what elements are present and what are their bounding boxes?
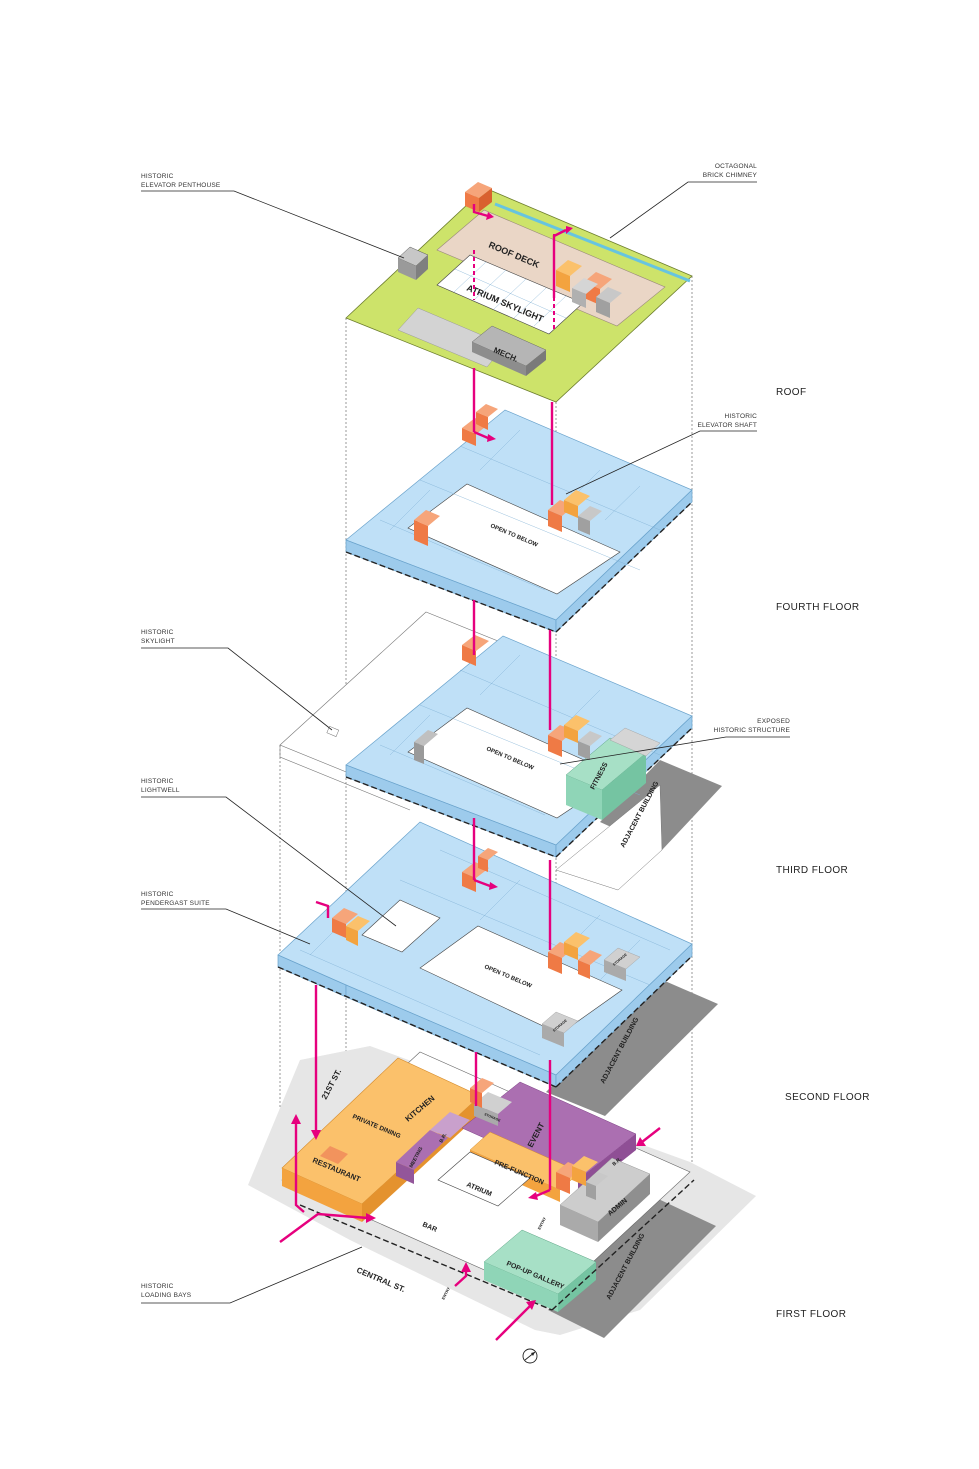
central-st-label: CENTRAL ST. bbox=[355, 1266, 406, 1295]
third-floor-label: THIRD FLOOR bbox=[776, 865, 848, 876]
level-labels: ROOF FOURTH FLOOR THIRD FLOOR SECOND FLO… bbox=[776, 387, 870, 1320]
adjacent-building-1 bbox=[548, 1196, 716, 1338]
shaft-callout-2: ELEVATOR SHAFT bbox=[697, 422, 757, 429]
chimney-callout-2: BRICK CHIMNEY bbox=[703, 172, 758, 179]
first-floor-level: KITCHEN PRIVATE DINING RESTAURANT 21ST S… bbox=[248, 1046, 756, 1338]
roof-level-label: ROOF bbox=[776, 387, 807, 398]
circulation-paths bbox=[279, 204, 661, 1341]
structure-callout-2: HISTORIC STRUCTURE bbox=[714, 727, 791, 734]
penthouse-callout-2: ELEVATOR PENTHOUSE bbox=[141, 182, 221, 189]
callouts: HISTORIC ELEVATOR PENTHOUSE OCTAGONAL BR… bbox=[141, 163, 791, 1304]
br-a-label: B.R. bbox=[438, 1132, 448, 1144]
adjacent-building-2 bbox=[546, 978, 718, 1116]
fourth-floor-level: OPEN TO BELOW bbox=[345, 404, 693, 633]
storage-1-label: STORAGE bbox=[484, 1112, 502, 1123]
penthouse-callout-1: HISTORIC bbox=[141, 173, 174, 180]
roof-level: ROOF DECK ATRIUM SKYLIGHT MECH. bbox=[345, 182, 693, 403]
structure-callout-1: EXPOSED bbox=[757, 718, 790, 725]
first-floor-label: FIRST FLOOR bbox=[776, 1309, 846, 1320]
skylight-callout-2: SKYLIGHT bbox=[141, 638, 175, 645]
entry-a-label: ENTRY bbox=[440, 1286, 451, 1300]
lightwell-callout-2: LIGHTWELL bbox=[141, 787, 180, 794]
chimney-callout-1: OCTAGONAL bbox=[715, 163, 757, 170]
entry-b-label: ENTRY bbox=[536, 1216, 547, 1230]
north-arrow-icon bbox=[522, 1348, 538, 1364]
shaft-callout-1: HISTORIC bbox=[724, 413, 757, 420]
loading-callout-1: HISTORIC bbox=[141, 1283, 174, 1290]
second-floor-level: STORAGE STORAGE OPEN TO BELOW ADJACENT B… bbox=[277, 821, 718, 1116]
third-floor-level: OPEN TO BELOW FITNESS ADJACENT BUILDING bbox=[279, 611, 722, 891]
skylight-callout-1: HISTORIC bbox=[141, 629, 174, 636]
br-b-label: B.R. bbox=[611, 1156, 623, 1167]
pendergast-callout-1: HISTORIC bbox=[141, 891, 174, 898]
lightwell-callout-1: HISTORIC bbox=[141, 778, 174, 785]
pendergast-callout-2: PENDERGAST SUITE bbox=[141, 900, 210, 907]
loading-callout-2: LOADING BAYS bbox=[141, 1292, 192, 1299]
second-floor-label: SECOND FLOOR bbox=[785, 1092, 870, 1103]
fourth-floor-label: FOURTH FLOOR bbox=[776, 602, 860, 613]
